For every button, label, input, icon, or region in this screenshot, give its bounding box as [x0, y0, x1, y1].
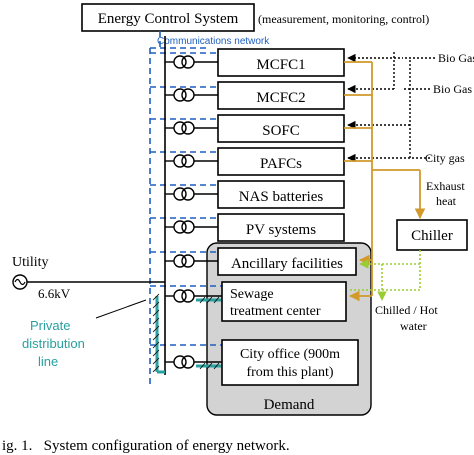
- sewage-label-line1: Sewage: [230, 287, 274, 302]
- chiller-label: Chiller: [411, 228, 453, 244]
- private-distribution-line: Private distribution line: [22, 293, 222, 374]
- private-line-label-1: Private: [30, 318, 70, 333]
- transformer-icons: [173, 55, 195, 369]
- energy-control-system-box: [81, 3, 255, 32]
- unit-ancillary-facilities: Ancillary facilities: [217, 247, 357, 276]
- unit-sofc-label: SOFC: [262, 123, 300, 139]
- unit-sofc: SOFC: [217, 114, 345, 143]
- gas-supply-lines: [347, 52, 435, 163]
- unit-mcfc1: MCFC1: [217, 48, 345, 77]
- demand-label: Demand: [264, 397, 315, 413]
- utility-voltage: 6.6kV: [38, 286, 71, 301]
- unit-pv-systems-label: PV systems: [246, 222, 316, 238]
- energy-control-system-note: (measurement, monitoring, control): [258, 12, 429, 26]
- energy-control-system-title: Energy Control System: [98, 11, 239, 27]
- sewage-label-line2: treatment center: [230, 304, 321, 319]
- private-line-label-2: distribution: [22, 336, 85, 351]
- city-office-label-line2: from this plant): [246, 365, 333, 380]
- unit-city-office: City office (900m from this plant): [221, 339, 359, 386]
- exhaust-heat-label-1: Exhaust: [426, 179, 465, 193]
- unit-pv-systems: PV systems: [217, 213, 345, 242]
- bio-gas-label-2: Bio Gas: [433, 82, 472, 96]
- utility-label: Utility: [12, 255, 49, 270]
- unit-ancillary-facilities-label: Ancillary facilities: [231, 256, 343, 272]
- bio-gas-label-1: Bio Gas: [438, 51, 474, 65]
- unit-nas-batteries: NAS batteries: [217, 180, 345, 209]
- figure-caption: ig. 1. System configuration of energy ne…: [2, 438, 290, 454]
- chilled-hot-water-label-2: water: [400, 319, 427, 333]
- unit-mcfc2: MCFC2: [217, 81, 345, 110]
- feeders: [165, 61, 222, 363]
- unit-mcfc2-label: MCFC2: [256, 90, 305, 106]
- utility-connection: Utility 6.6kV: [12, 255, 165, 301]
- chilled-hot-water-label-1: Chilled / Hot: [375, 303, 438, 317]
- city-gas-label: City gas: [425, 151, 465, 165]
- exhaust-heat-label-2: heat: [436, 194, 457, 208]
- chilled-hot-water-lines: [350, 250, 421, 301]
- communications-network-lines: [149, 31, 222, 385]
- unit-mcfc1-label: MCFC1: [256, 57, 305, 73]
- private-line-label-3: line: [38, 354, 58, 369]
- exhaust-heat-lines: [344, 61, 426, 302]
- unit-nas-batteries-label: NAS batteries: [239, 189, 324, 205]
- communications-network-label: Communications network: [157, 36, 270, 47]
- city-office-label-line1: City office (900m: [240, 347, 340, 362]
- unit-sewage-treatment-center: Sewage treatment center: [221, 281, 347, 322]
- unit-pafcs: PAFCs: [217, 147, 345, 176]
- chiller-box: Chiller: [396, 219, 468, 251]
- unit-pafcs-label: PAFCs: [260, 156, 302, 172]
